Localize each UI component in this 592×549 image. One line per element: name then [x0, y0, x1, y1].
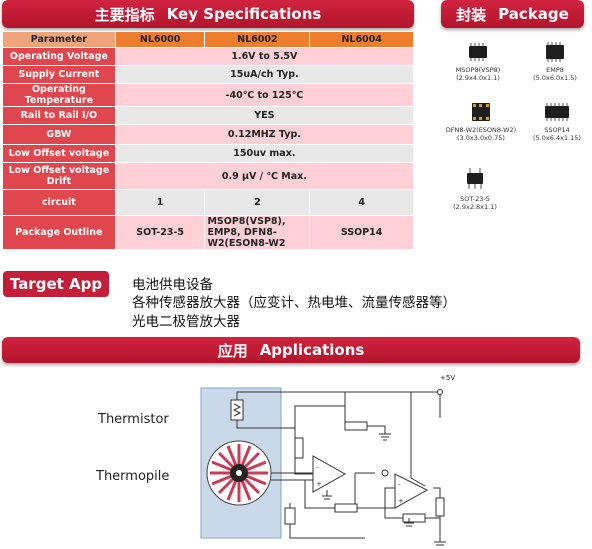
row-label: Operating Temperature	[2, 83, 116, 107]
applications-title-cn: 应用	[217, 341, 248, 360]
table-row: Operating Temperature -40℃ to 125℃	[2, 83, 415, 107]
key-specifications-title-en: Key Specifications	[166, 5, 322, 23]
row-value: YES	[114, 106, 415, 125]
row-label: Package Outline	[2, 215, 116, 250]
row-cell-nl6002: 2	[204, 189, 311, 216]
package-dims: (3.0x3.0x0.75)	[457, 134, 505, 142]
table-row: Supply Current 15uA/ch Typ.	[2, 65, 415, 84]
target-app-line: 光电二极管放大器	[132, 314, 240, 330]
row-label: Low Offset voltage	[2, 144, 116, 163]
row-cell-nl6002: MSOP8(VSP8), EMP8, DFN8-W2(ESON8-W2	[204, 215, 311, 250]
application-circuit-diagram: - + - +	[200, 387, 446, 546]
svg-text:+: +	[316, 480, 322, 488]
thermistor-symbol	[230, 399, 244, 421]
row-cell-nl6000: SOT-23-5	[114, 215, 206, 250]
resistors	[284, 421, 445, 525]
row-label: Operating Voltage	[2, 47, 116, 66]
package-ssop14: SSOP14 (5.0x6.4x1.15)	[522, 100, 592, 142]
header-model-nl6004: NL6004	[309, 31, 414, 48]
header-parameter: Parameter	[2, 31, 116, 48]
thermopile-label: Thermopile	[96, 469, 170, 484]
row-value: 0.9 μV / ℃ Max.	[114, 162, 415, 190]
supply-terminal-icon	[437, 389, 443, 395]
ground-icon	[322, 426, 446, 546]
op-amp-1: - +	[312, 455, 347, 493]
svg-text:+: +	[398, 497, 404, 505]
row-label: GBW	[2, 124, 116, 145]
header-model-nl6000: NL6000	[114, 31, 206, 48]
row-cell-nl6000: 1	[114, 189, 206, 216]
package-title-en: Package	[498, 5, 569, 23]
package-name: MSOP8(VSP8)	[455, 66, 501, 74]
row-value: 150uv max.	[114, 144, 415, 163]
row-value: 15uA/ch Typ.	[114, 65, 415, 84]
package-dims: (2.9x2.8x1.1)	[453, 203, 497, 211]
target-app-line: 电池供电设备	[132, 277, 213, 293]
emp8-chip-icon	[546, 42, 564, 62]
table-row: Low Offset voltage Drift 0.9 μV / ℃ Max.	[2, 162, 415, 190]
table-row: GBW 0.12MHZ Typ.	[2, 124, 415, 145]
applications-banner: 应用 Applications	[2, 337, 580, 363]
header-model-nl6002: NL6002	[204, 31, 311, 48]
table-row: Package Outline SOT-23-5 MSOP8(VSP8), EM…	[2, 215, 414, 250]
key-specifications-banner: 主要指标 Key Specifications	[2, 0, 414, 28]
dfn8-chip-icon	[472, 103, 490, 121]
package-banner: 封装 Package	[441, 0, 584, 28]
package-name: DFN8-W2(ESON8-W2)	[445, 126, 517, 134]
table-row: circuit 1 2 4	[2, 189, 414, 216]
package-name: SSOP14	[544, 126, 570, 134]
row-value: 0.12MHZ Typ.	[114, 124, 415, 145]
package-dfn8: DFN8-W2(ESON8-W2) (3.0x3.0x0.75)	[438, 100, 524, 142]
op-amp-2: - +	[394, 473, 429, 509]
package-dims: (2.9x4.0x1.1)	[456, 74, 500, 82]
thermistor-label: Thermistor	[98, 412, 169, 427]
row-label: Low Offset voltage Drift	[2, 162, 116, 190]
row-value: -40℃ to 125℃	[114, 83, 415, 107]
package-title-cn: 封装	[456, 5, 487, 24]
row-cell-nl6004: 4	[309, 189, 414, 216]
spec-table-header: Parameter NL6000 NL6002 NL6004	[2, 31, 414, 48]
package-name: EMP8	[546, 66, 564, 74]
table-row: Operating Voltage 1.6V to 5.5V	[2, 47, 415, 66]
sot23-chip-icon	[467, 168, 483, 189]
package-dims: (5.0x6.0x1.5)	[533, 74, 577, 82]
package-emp8: EMP8 (5.0x6.0x1.5)	[520, 40, 590, 82]
spec-table: Parameter NL6000 NL6002 NL6004 Operating…	[2, 31, 415, 250]
row-value: 1.6V to 5.5V	[114, 47, 415, 66]
target-app-line: 各种传感器放大器（应变计、热电堆、流量传感器等）	[132, 295, 456, 311]
svg-text:-: -	[398, 481, 401, 489]
package-name: SOT-23-5	[460, 195, 490, 203]
row-label: circuit	[2, 189, 116, 216]
svg-text:-: -	[316, 464, 319, 472]
output-terminal-icon	[381, 469, 389, 477]
package-dims: (5.0x6.4x1.15)	[533, 134, 581, 142]
table-row: Rail to Rail I/O YES	[2, 106, 415, 125]
target-app-badge: Target App	[3, 271, 109, 297]
ssop14-chip-icon	[545, 103, 569, 121]
supply-voltage-label: +5V	[440, 374, 456, 382]
package-sot23-5: SOT-23-5 (2.9x2.8x1.1)	[440, 165, 510, 211]
table-row: Low Offset voltage 150uv max.	[2, 144, 415, 163]
row-label: Rail to Rail I/O	[2, 106, 116, 125]
row-cell-nl6004: SSOP14	[309, 215, 414, 250]
package-msop8: MSOP8(VSP8) (2.9x4.0x1.1)	[443, 40, 513, 82]
key-specifications-title-cn: 主要指标	[94, 5, 155, 24]
msop8-chip-icon	[469, 43, 487, 61]
row-label: Supply Current	[2, 65, 116, 84]
thermopile-symbol	[206, 440, 272, 506]
applications-title-en: Applications	[259, 341, 365, 359]
